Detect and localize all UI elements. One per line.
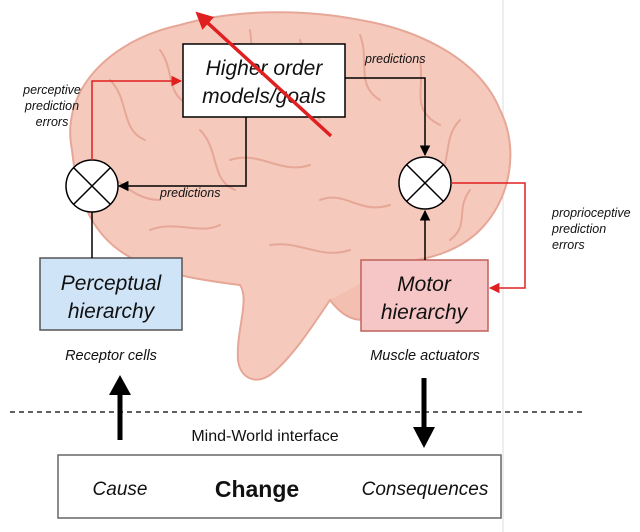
predictions-top-label: predictions xyxy=(364,52,425,66)
perceptual-hierarchy-box: Perceptual hierarchy xyxy=(39,257,183,331)
change-label: Change xyxy=(215,476,299,502)
higher-order-line1: Higher order xyxy=(206,57,324,80)
perceptive-errors-label: perceptive prediction errors xyxy=(22,83,81,129)
higher-order-box: Higher order models/goals xyxy=(182,43,346,118)
down-arrow-actuators xyxy=(413,378,435,448)
motor-line2: hierarchy xyxy=(381,301,469,324)
proprioceptive-errors-label: proprioceptive prediction errors xyxy=(551,206,631,252)
perceptive-errors-arrow xyxy=(91,75,183,160)
perceptive-errors-line3: errors xyxy=(36,115,69,129)
right-comparator xyxy=(398,156,452,210)
muscle-actuators-label: Muscle actuators xyxy=(370,348,480,364)
predictions-left-label: predictions xyxy=(159,186,220,200)
receptor-cells-label: Receptor cells xyxy=(65,348,157,364)
interface-label: Mind-World interface xyxy=(191,428,338,445)
perceptual-line1: Perceptual xyxy=(61,272,163,295)
motor-line1: Motor xyxy=(397,273,452,296)
motor-hierarchy-box: Motor hierarchy xyxy=(360,259,489,332)
predictions-left-arrow xyxy=(117,117,247,192)
left-comparator xyxy=(65,159,119,213)
proprioceptive-errors-line3: errors xyxy=(552,238,585,252)
consequences-label: Consequences xyxy=(362,479,489,500)
proprioceptive-errors-line1: proprioceptive xyxy=(551,206,631,220)
perceptual-line2: hierarchy xyxy=(68,300,156,323)
cause-label: Cause xyxy=(93,479,148,500)
proprioceptive-errors-line2: prediction xyxy=(551,222,606,236)
world-box: Cause Change Consequences xyxy=(57,454,502,519)
proprioceptive-errors-arrow xyxy=(451,182,526,294)
higher-order-line2: models/goals xyxy=(202,85,326,108)
predictions-top-arrow xyxy=(345,77,431,157)
red-diagonal-arrow xyxy=(195,11,333,138)
up-arrow-receptors xyxy=(109,375,131,440)
perceptive-errors-line1: perceptive xyxy=(22,83,81,97)
perceptive-errors-line2: prediction xyxy=(24,99,79,113)
